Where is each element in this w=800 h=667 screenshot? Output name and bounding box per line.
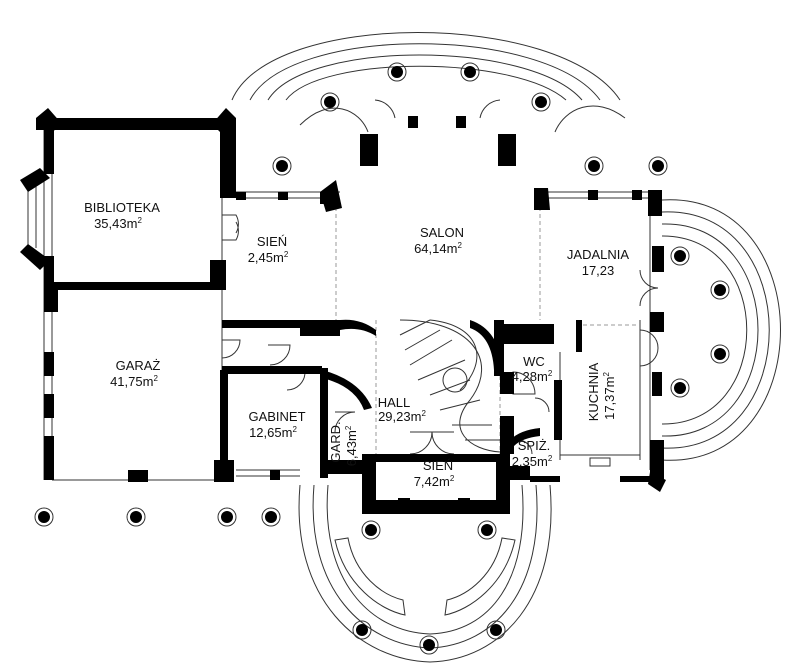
columns — [34, 62, 730, 655]
svg-text:35,43m2: 35,43m2 — [94, 216, 142, 231]
room-name: KUCHNIA — [586, 362, 601, 421]
room-name: GARD. — [328, 421, 343, 462]
room-wc: WC 4,28m2 — [512, 354, 553, 384]
column-icon — [272, 156, 292, 176]
column-icon — [710, 280, 730, 300]
room-kuchnia: KUCHNIA 17,37m2 — [586, 362, 617, 421]
room-area: 7,42m — [414, 474, 450, 489]
column-icon — [710, 344, 730, 364]
column-icon — [361, 520, 381, 540]
area-unit-superscript: 2 — [450, 474, 455, 483]
room-name: SIEŃ — [257, 234, 287, 249]
column-icon — [670, 378, 690, 398]
column-icon — [486, 620, 506, 640]
room-area: 41,75m — [110, 374, 153, 389]
room-area: 35,43m — [94, 216, 137, 231]
svg-text:4,28m2: 4,28m2 — [512, 369, 553, 384]
room-area: 2,45m — [248, 250, 284, 265]
area-unit-superscript: 2 — [137, 216, 142, 225]
column-icon — [126, 507, 146, 527]
right-terrace — [661, 199, 781, 461]
room-area: 17,23 — [582, 263, 615, 278]
area-unit-superscript: 2 — [548, 454, 553, 463]
column-icon — [387, 62, 407, 82]
room-sien-left: SIEŃ 2,45m2 — [248, 234, 289, 265]
room-area: 17,37m — [602, 377, 617, 420]
room-area: 6,43m — [344, 430, 359, 466]
svg-text:17,37m2: 17,37m2 — [602, 372, 617, 420]
room-name: BIBLIOTEKA — [84, 200, 160, 215]
area-unit-superscript: 2 — [292, 425, 297, 434]
area-unit-superscript: 2 — [548, 369, 553, 378]
svg-text:29,23m2: 29,23m2 — [378, 409, 426, 424]
area-unit-superscript: 2 — [602, 372, 611, 377]
column-icon — [477, 520, 497, 540]
svg-text:2,35m2: 2,35m2 — [512, 454, 553, 469]
room-gabinet: GABINET 12,65m2 — [248, 409, 305, 440]
room-area: 64,14m — [414, 241, 457, 256]
room-name: GARAŻ — [116, 358, 161, 373]
room-garaz: GARAŻ 41,75m2 — [110, 358, 160, 389]
column-icon — [419, 635, 439, 655]
room-area: 4,28m — [512, 369, 548, 384]
room-name: SALON — [420, 225, 464, 240]
room-gard: GARD. 6,43m2 — [328, 421, 359, 466]
svg-text:7,42m2: 7,42m2 — [414, 474, 455, 489]
column-icon — [352, 620, 372, 640]
area-unit-superscript: 2 — [344, 425, 353, 430]
column-icon — [34, 507, 54, 527]
room-hall: HALL 29,23m2 — [378, 395, 427, 424]
walls — [20, 108, 666, 514]
room-name: SPIŻ. — [518, 438, 551, 453]
rear-terrace — [231, 32, 626, 133]
svg-text:17,23: 17,23 — [582, 263, 615, 278]
room-biblioteka: BIBLIOTEKA 35,43m2 — [84, 200, 160, 231]
room-name: HALL — [378, 395, 411, 410]
column-icon — [217, 507, 237, 527]
svg-text:6,43m2: 6,43m2 — [344, 425, 359, 466]
svg-text:41,75m2: 41,75m2 — [110, 374, 158, 389]
room-jadalnia: JADALNIA 17,23 — [567, 247, 629, 278]
svg-text:12,65m2: 12,65m2 — [249, 425, 297, 440]
column-icon — [460, 62, 480, 82]
room-salon: SALON 64,14m2 — [414, 225, 464, 256]
room-name: WC — [523, 354, 545, 369]
column-icon — [261, 507, 281, 527]
room-sien-front: SIEŃ 7,42m2 — [414, 458, 455, 489]
room-area: 2,35m — [512, 454, 548, 469]
column-icon — [320, 92, 340, 112]
room-area: 29,23m — [378, 409, 421, 424]
staircase — [399, 319, 501, 453]
room-name: GABINET — [248, 409, 305, 424]
area-unit-superscript: 2 — [457, 241, 462, 250]
room-name: JADALNIA — [567, 247, 629, 262]
doors — [221, 99, 659, 455]
column-icon — [531, 92, 551, 112]
column-icon — [670, 246, 690, 266]
area-unit-superscript: 2 — [421, 409, 426, 418]
area-unit-superscript: 2 — [153, 374, 158, 383]
area-unit-superscript: 2 — [284, 250, 289, 259]
column-icon — [648, 156, 668, 176]
room-area: 12,65m — [249, 425, 292, 440]
room-spiz: SPIŻ. 2,35m2 — [512, 438, 553, 469]
column-icon — [584, 156, 604, 176]
svg-text:64,14m2: 64,14m2 — [414, 241, 462, 256]
front-terrace — [298, 484, 552, 663]
svg-text:2,45m2: 2,45m2 — [248, 250, 289, 265]
room-name: SIEŃ — [423, 458, 453, 473]
